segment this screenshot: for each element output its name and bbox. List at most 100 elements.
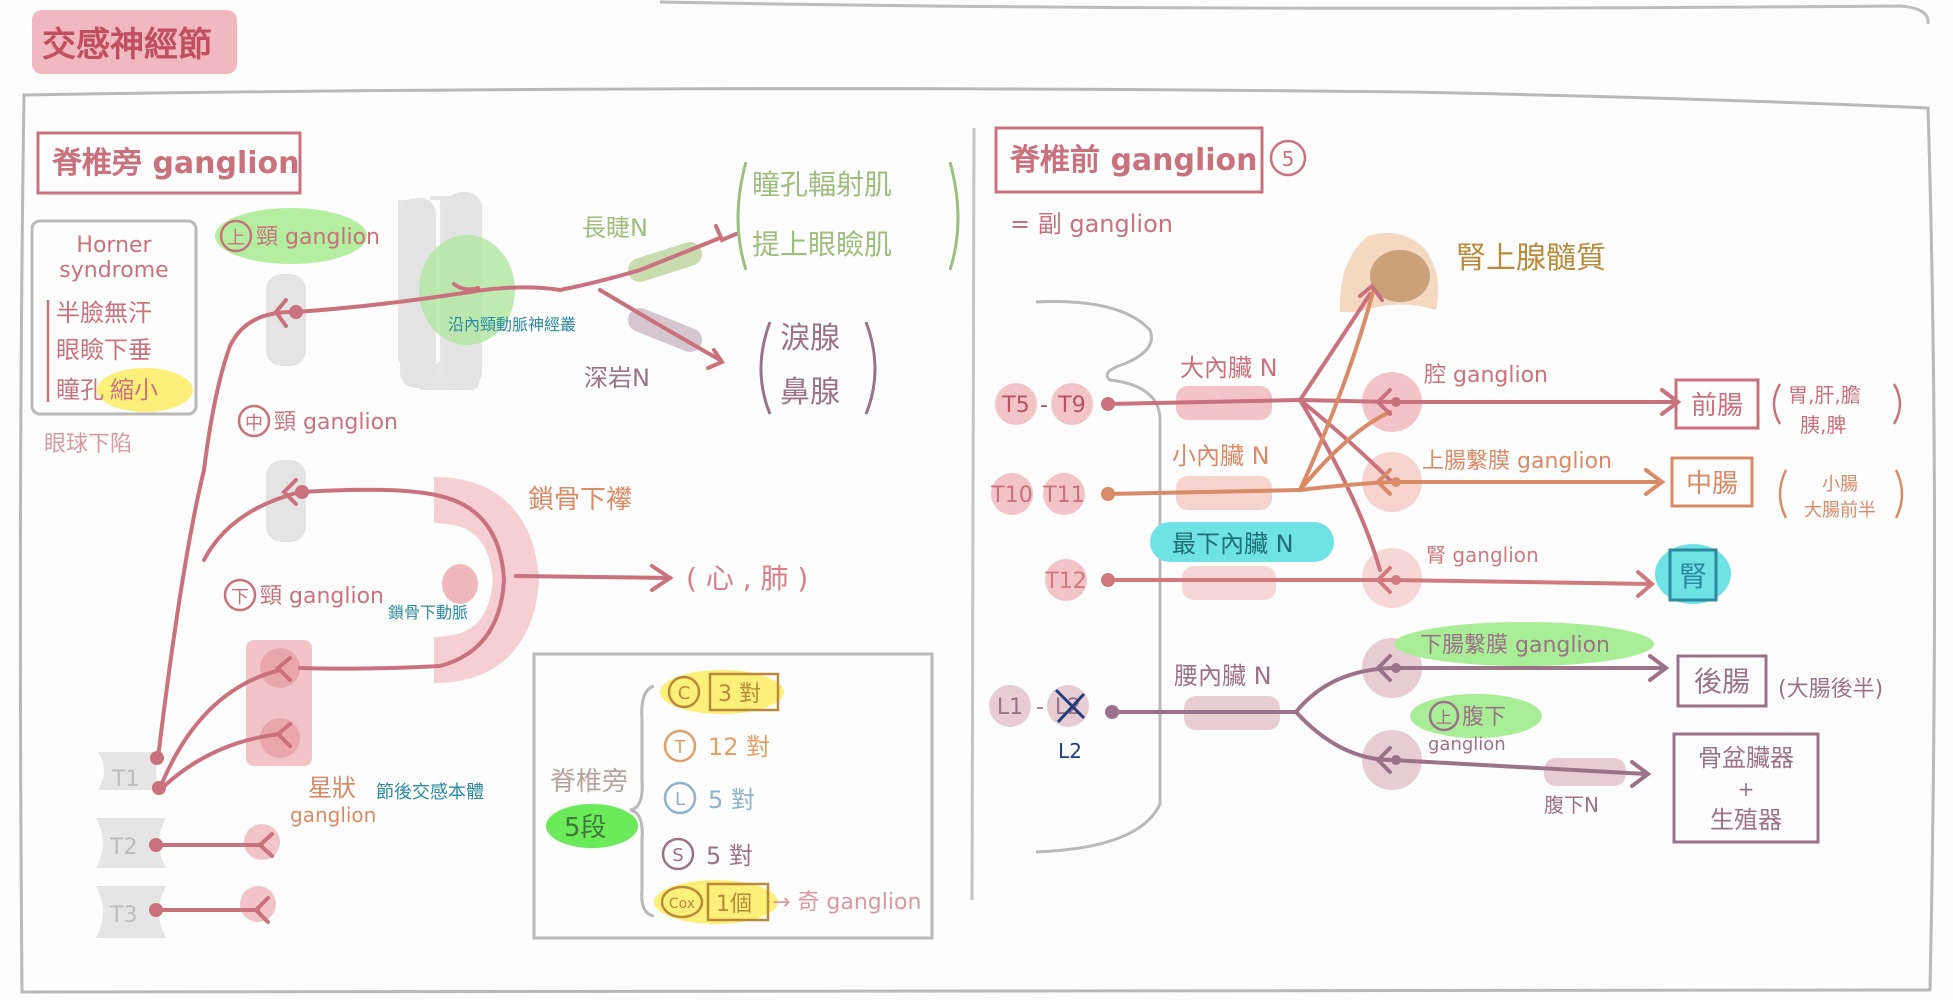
foregut-note-1: 胃,肝,膽: [1788, 383, 1861, 407]
level-t12: T12: [1044, 569, 1086, 594]
level-t5: T5: [1001, 393, 1029, 418]
stellate-label-1: 星狀: [308, 774, 356, 802]
right-line-endpoints: [1101, 397, 1401, 765]
foregut-box: [1674, 378, 1760, 430]
lower-targets-right-paren: [864, 321, 877, 415]
horner-item-1: 半臉無汗: [56, 299, 152, 327]
adrenal-medulla-label: 腎上腺髓質: [1456, 241, 1606, 276]
stellate-label-2: ganglion: [290, 803, 376, 827]
adrenal-medulla-core: [1370, 250, 1430, 302]
summary-row-letter-cox: Cox: [669, 896, 695, 912]
vertebra-t1-shape: [98, 752, 162, 790]
lower-targets-left-paren: [759, 321, 772, 415]
level-t11: T11: [1042, 483, 1084, 508]
horner-miosis-highlight: [97, 368, 193, 412]
sup-hypogastric-label-2: ganglion: [1428, 734, 1506, 755]
vertebra-t1: T1: [111, 767, 139, 792]
horner-title-1: Horner: [76, 233, 152, 258]
least-splanchnic-label: 最下內臟 N: [1172, 530, 1294, 558]
sup-hypogastric-circle-text: 上: [1436, 708, 1452, 727]
hypogastric-n-label: 腹下N: [1544, 793, 1599, 817]
summary-row-count-t: 12 對: [708, 733, 770, 761]
least-splanchnic-band: [1182, 566, 1276, 600]
midgut-note-right-paren: [1894, 469, 1904, 519]
vertebra-t3-shape: [96, 886, 166, 938]
upper-targets-left-paren: [736, 161, 748, 271]
summary-row-letter-t: T: [674, 737, 687, 758]
level-t11-circle: [1043, 473, 1085, 515]
greater-splanchnic-label: 大內臟 N: [1180, 354, 1278, 382]
summary-row-count-s: 5 對: [706, 842, 753, 870]
trachea-left-arm: [400, 198, 436, 388]
subclavian-artery-label: 鎖骨下動脈: [388, 603, 468, 622]
inf-mesenteric-highlight: [1394, 622, 1654, 666]
upper-ganglion-highlight: [215, 208, 367, 264]
pelvic-box: [1672, 732, 1820, 844]
summary-row-letter-c: C: [678, 683, 691, 704]
level-l1: L1: [997, 695, 1023, 720]
page-title: 交感神經節: [42, 25, 212, 65]
odd-ganglion-label: → 奇 ganglion: [772, 890, 921, 915]
level-l2-circle: [1047, 685, 1089, 727]
summary-row-cox-highlight: [654, 880, 778, 924]
lower-cervical-circle-text: 下: [231, 587, 249, 608]
lumbar-splanchnic-label: 腰內臟 N: [1174, 662, 1272, 690]
upper-cervical-circle: [219, 219, 253, 253]
midgut-label: 中腸: [1686, 469, 1738, 499]
left-section-title: 脊椎旁 ganglion: [51, 146, 300, 181]
carotid-plexus-label: 沿內頸動脈神經叢: [448, 315, 576, 334]
midgut-note-left-paren: [1778, 469, 1788, 519]
subclavian-loop-band: [433, 477, 540, 683]
deep-petrosal-label: 深岩N: [584, 364, 650, 392]
sup-mesenteric-ganglion-label: 上腸繫膜 ganglion: [1422, 449, 1612, 474]
level-t5-t9-dash: -: [1040, 393, 1048, 418]
least-splanchnic-highlight: [1150, 522, 1334, 562]
foregut-note-left-paren: [1772, 383, 1782, 425]
summary-row-count-l: 5 對: [708, 786, 755, 814]
levator-palpebrae-label: 提上眼瞼肌: [752, 228, 892, 261]
lower-cervical-ganglion-label: 頸 ganglion: [260, 584, 384, 609]
foregut-label: 前腸: [1691, 391, 1743, 421]
hindgut-box: [1676, 654, 1768, 708]
horner-box: [30, 219, 198, 416]
summary-row-letter-l: L: [675, 789, 685, 810]
inf-mesenteric-ganglion-label: 下腸繫膜 ganglion: [1420, 633, 1610, 658]
level-t10: T10: [990, 483, 1032, 508]
prevertebral-subtitle: = 副 ganglion: [1010, 210, 1173, 238]
horner-item-3a: 瞳孔: [56, 376, 104, 404]
outer-frame: [18, 87, 1937, 995]
cervical-process-1: [266, 274, 306, 366]
midgut-note-1: 小腸: [1822, 474, 1858, 495]
level-l1-circle: [989, 685, 1031, 727]
l2-cross-out-mark: [1054, 688, 1086, 724]
spinal-column-outline: [1035, 300, 1162, 854]
kidney-highlight: [1655, 544, 1731, 604]
level-l2-corrected: L2: [1058, 739, 1082, 763]
upper-targets-right-paren: [948, 161, 960, 271]
level-t12-circle: [1045, 559, 1087, 601]
celiac-ganglion-label: 腔 ganglion: [1424, 363, 1548, 388]
dilator-pupillae-label: 瞳孔輻射肌: [752, 168, 892, 201]
top-frame-fragment: [659, 0, 1930, 25]
summary-rows: C 3 對 T 12 對 L 5 對 S 5 對 Cox 1個: [660, 672, 780, 922]
level-t5-circle: [995, 383, 1037, 425]
long-ciliary-label: 長睫N: [582, 214, 648, 242]
prevertebral-count: 5: [1282, 147, 1295, 171]
vertebra-t3: T3: [109, 903, 137, 928]
horner-extra-enophthalmos: 眼球下陷: [44, 432, 132, 457]
nasal-gland-label: 鼻腺: [780, 375, 840, 410]
upper-cervical-circle-text: 上: [227, 228, 245, 249]
level-l1-l2-dash: -: [1036, 695, 1044, 720]
postganglionic-label: 節後交感本體: [376, 782, 484, 803]
middle-cervical-circle-text: 中: [245, 413, 263, 434]
hindgut-label: 後腸: [1694, 665, 1750, 698]
right-arrow-heads: [1358, 283, 1682, 788]
summary-row-letter-s: S: [672, 845, 683, 866]
midgut-box: [1670, 456, 1754, 508]
summary-segments-highlight: [546, 804, 638, 848]
vertebra-t2-shape: [96, 818, 166, 868]
middle-cervical-circle: [237, 404, 271, 438]
pelvic-label-1: 骨盆臟器: [1698, 744, 1794, 772]
kidney-label: 腎: [1679, 560, 1707, 593]
